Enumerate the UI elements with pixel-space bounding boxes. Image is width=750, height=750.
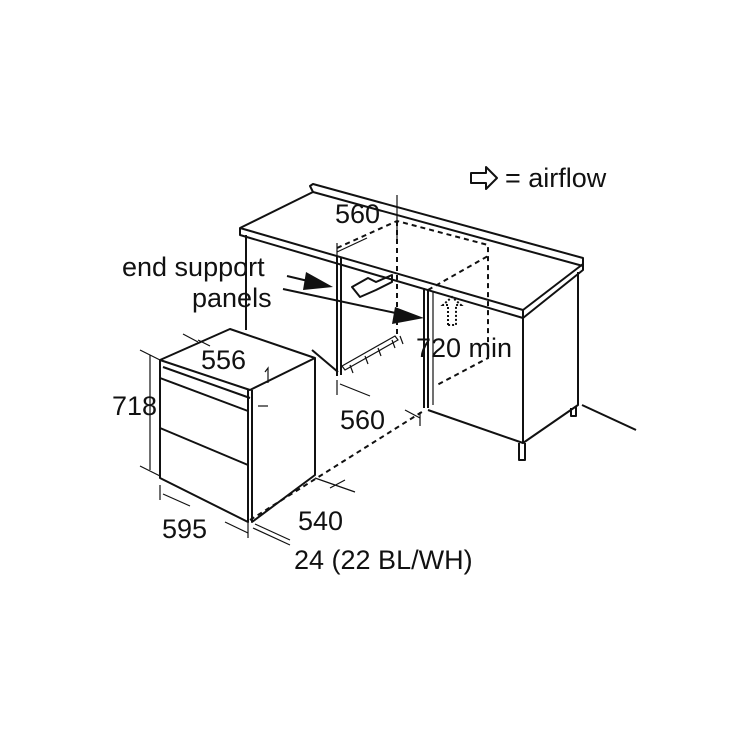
oven (159, 328, 316, 523)
left-cabinet (245, 235, 339, 373)
mounting-rail (341, 335, 404, 374)
oven-height-label: 718 (112, 391, 157, 421)
niche-depth-bottom-label: 560 (340, 405, 385, 435)
airflow-arrow-icon (351, 274, 393, 298)
panels-label: panels (192, 283, 272, 313)
end-support-panel-left (336, 256, 342, 376)
right-cabinet (427, 272, 637, 461)
worktop (239, 183, 584, 319)
pointer-arrow-left (286, 272, 333, 290)
oven-width-label: 595 (162, 514, 207, 544)
end-support-panel-right (423, 288, 429, 408)
oven-top-depth-label: 556 (201, 345, 246, 375)
dimension-lines (139, 195, 434, 546)
niche-height-label: 720 min (416, 333, 512, 363)
airflow-legend-icon (470, 166, 498, 190)
oven-depth-label: 540 (298, 506, 343, 536)
pointer-arrow-right (282, 288, 424, 324)
front-thickness-label: 24 (22 BL/WH) (294, 545, 473, 575)
airflow-up-arrow-icon (440, 295, 464, 326)
end-support-label: end support (122, 252, 265, 282)
legend-label: = airflow (505, 163, 607, 193)
niche-width-top-label: 560 (335, 199, 380, 229)
niche-outline (249, 219, 489, 521)
